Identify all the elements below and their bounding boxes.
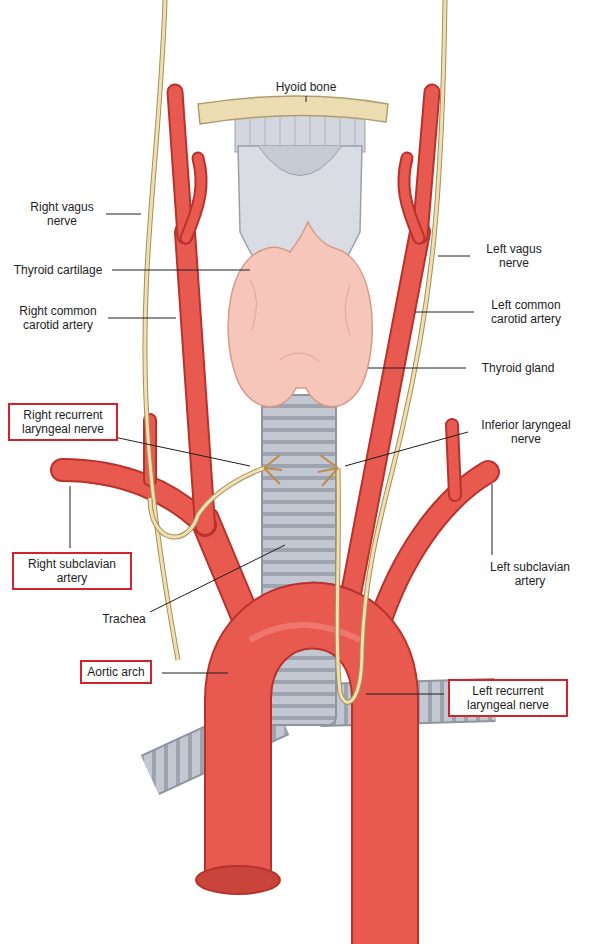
nerve-callout-box: Right recurrent laryngeal nerve	[8, 403, 118, 441]
subclavian-outline	[378, 472, 488, 628]
nerve-outline	[145, 0, 178, 660]
part-label: Thyroid gland	[470, 361, 566, 375]
part-label: Left vagus nerve	[472, 242, 556, 270]
leader-line	[108, 318, 176, 319]
nerve-outline	[150, 468, 264, 537]
part-label: Hyoid bone	[266, 80, 346, 94]
thyroid-gland	[228, 222, 372, 407]
subclavian-outline	[62, 470, 205, 525]
nerve-outline	[362, 0, 445, 650]
leader-line	[438, 256, 470, 257]
thyroid-notch	[258, 146, 342, 176]
leader-lines	[70, 96, 492, 694]
part-label: Right common carotid artery	[10, 304, 106, 332]
aortic-root	[196, 866, 280, 894]
leader-line	[366, 694, 444, 695]
right-nerves	[145, 0, 282, 660]
leader-line	[415, 312, 474, 313]
left-internal-carotid	[420, 92, 432, 236]
nerve-outline	[337, 468, 362, 702]
right-subclavian	[62, 470, 205, 525]
aorta	[196, 616, 385, 944]
part-label: Left common carotid artery	[476, 298, 576, 326]
leader-line	[106, 214, 141, 215]
part-label: Trachea	[96, 612, 152, 626]
right-external-carotid	[186, 158, 201, 238]
leader-line	[306, 96, 307, 102]
right-common-carotid	[185, 232, 205, 525]
left-subclavian	[378, 472, 488, 628]
right-recurrent	[150, 468, 264, 537]
hyoid-bone	[198, 96, 388, 124]
leader-line	[345, 432, 468, 466]
leader-line	[162, 673, 228, 674]
part-label: Thyroid cartilage	[6, 263, 110, 277]
left-recurrent	[337, 468, 362, 702]
nerve-branches	[264, 455, 282, 484]
leader-line	[112, 270, 250, 271]
nerve-branches	[318, 455, 338, 486]
gland-texture	[250, 280, 350, 362]
callout-text: Right recurrent laryngeal nerve	[15, 408, 111, 436]
left-external-carotid	[404, 158, 419, 238]
right-internal-carotid	[175, 92, 185, 236]
leader-line	[368, 368, 466, 369]
arch-highlight	[250, 625, 360, 640]
artery-callout-box: Right subclavian artery	[12, 552, 132, 590]
leader-line	[492, 484, 493, 555]
callout-text: Aortic arch	[87, 665, 145, 679]
leader-line	[114, 437, 250, 466]
part-label: Left subclavian artery	[482, 560, 578, 588]
carotid-outline	[185, 232, 205, 525]
thyroid	[228, 222, 372, 407]
part-label: Inferior laryngeal nerve	[472, 418, 580, 446]
carotid-outline	[404, 158, 419, 238]
callout-text: Right subclavian artery	[19, 557, 125, 585]
leader-line	[70, 486, 71, 548]
carotid-outline	[175, 92, 185, 236]
membrane-fibres	[250, 115, 355, 150]
leader-line	[150, 545, 285, 612]
artery-callout-box: Aortic arch	[80, 660, 152, 684]
carotid-outline	[420, 92, 432, 236]
left-vagus	[362, 0, 445, 650]
carotid-outline	[186, 158, 201, 238]
part-label: Right vagus nerve	[20, 200, 104, 228]
callout-text: Left recurrent laryngeal nerve	[455, 684, 561, 712]
nerve-callout-box: Left recurrent laryngeal nerve	[448, 679, 568, 717]
left-nerves	[318, 0, 445, 702]
right-vagus	[145, 0, 178, 660]
